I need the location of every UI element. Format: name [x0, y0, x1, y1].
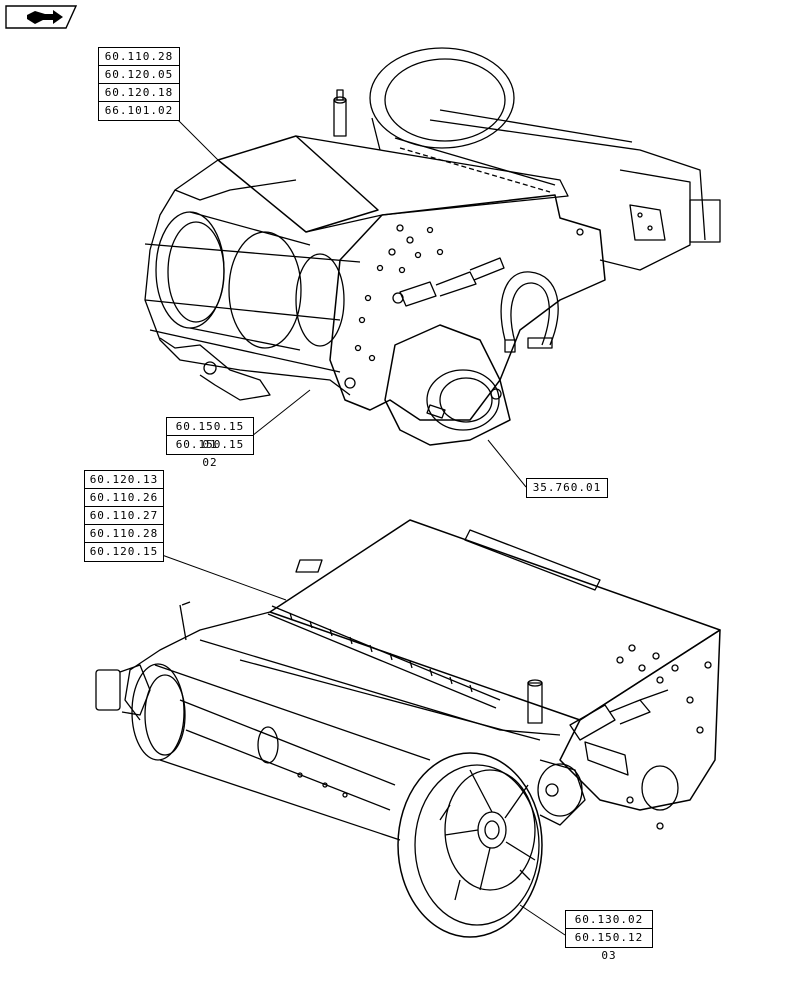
callout-ref[interactable]: 60.120.05: [99, 66, 179, 84]
callout-ref[interactable]: 60.110.28: [99, 48, 179, 66]
callout-top-right: 35.760.01: [526, 478, 608, 498]
callout-ref[interactable]: 60.110.27: [85, 507, 163, 525]
callout-ref[interactable]: 60.120.18: [99, 84, 179, 102]
callout-ref[interactable]: 60.120.15: [89, 545, 159, 558]
callout-ref[interactable]: 60.130.02: [566, 911, 652, 929]
nav-box[interactable]: [5, 5, 78, 29]
callout-ref[interactable]: 66.101.02: [104, 104, 174, 117]
book-arrow-icon[interactable]: [5, 5, 78, 29]
callout-bottom-right: 60.130.02 60.150.12 03: [565, 910, 653, 962]
upper-assembly-view: [144, 47, 721, 446]
callout-ref[interactable]: 60.150.15 01: [167, 418, 253, 451]
callout-bottom-left: 60.120.13 60.110.26 60.110.27 60.110.28 …: [84, 470, 164, 562]
lower-assembly-view: [95, 519, 721, 938]
callout-top-left: 60.110.28 60.120.05 60.120.18 66.101.02: [98, 47, 180, 121]
callout-ref[interactable]: 60.150.12 03: [574, 931, 644, 962]
callout-ref[interactable]: 60.150.15 02: [175, 438, 245, 469]
leader-lines: [161, 119, 566, 936]
callout-ref[interactable]: 60.120.13: [85, 471, 163, 489]
callout-top-mid: 60.150.15 01 60.150.15 02: [166, 417, 254, 469]
callout-ref[interactable]: 60.110.28: [85, 525, 163, 543]
callout-ref[interactable]: 60.110.26: [85, 489, 163, 507]
callout-ref[interactable]: 35.760.01: [532, 481, 602, 494]
